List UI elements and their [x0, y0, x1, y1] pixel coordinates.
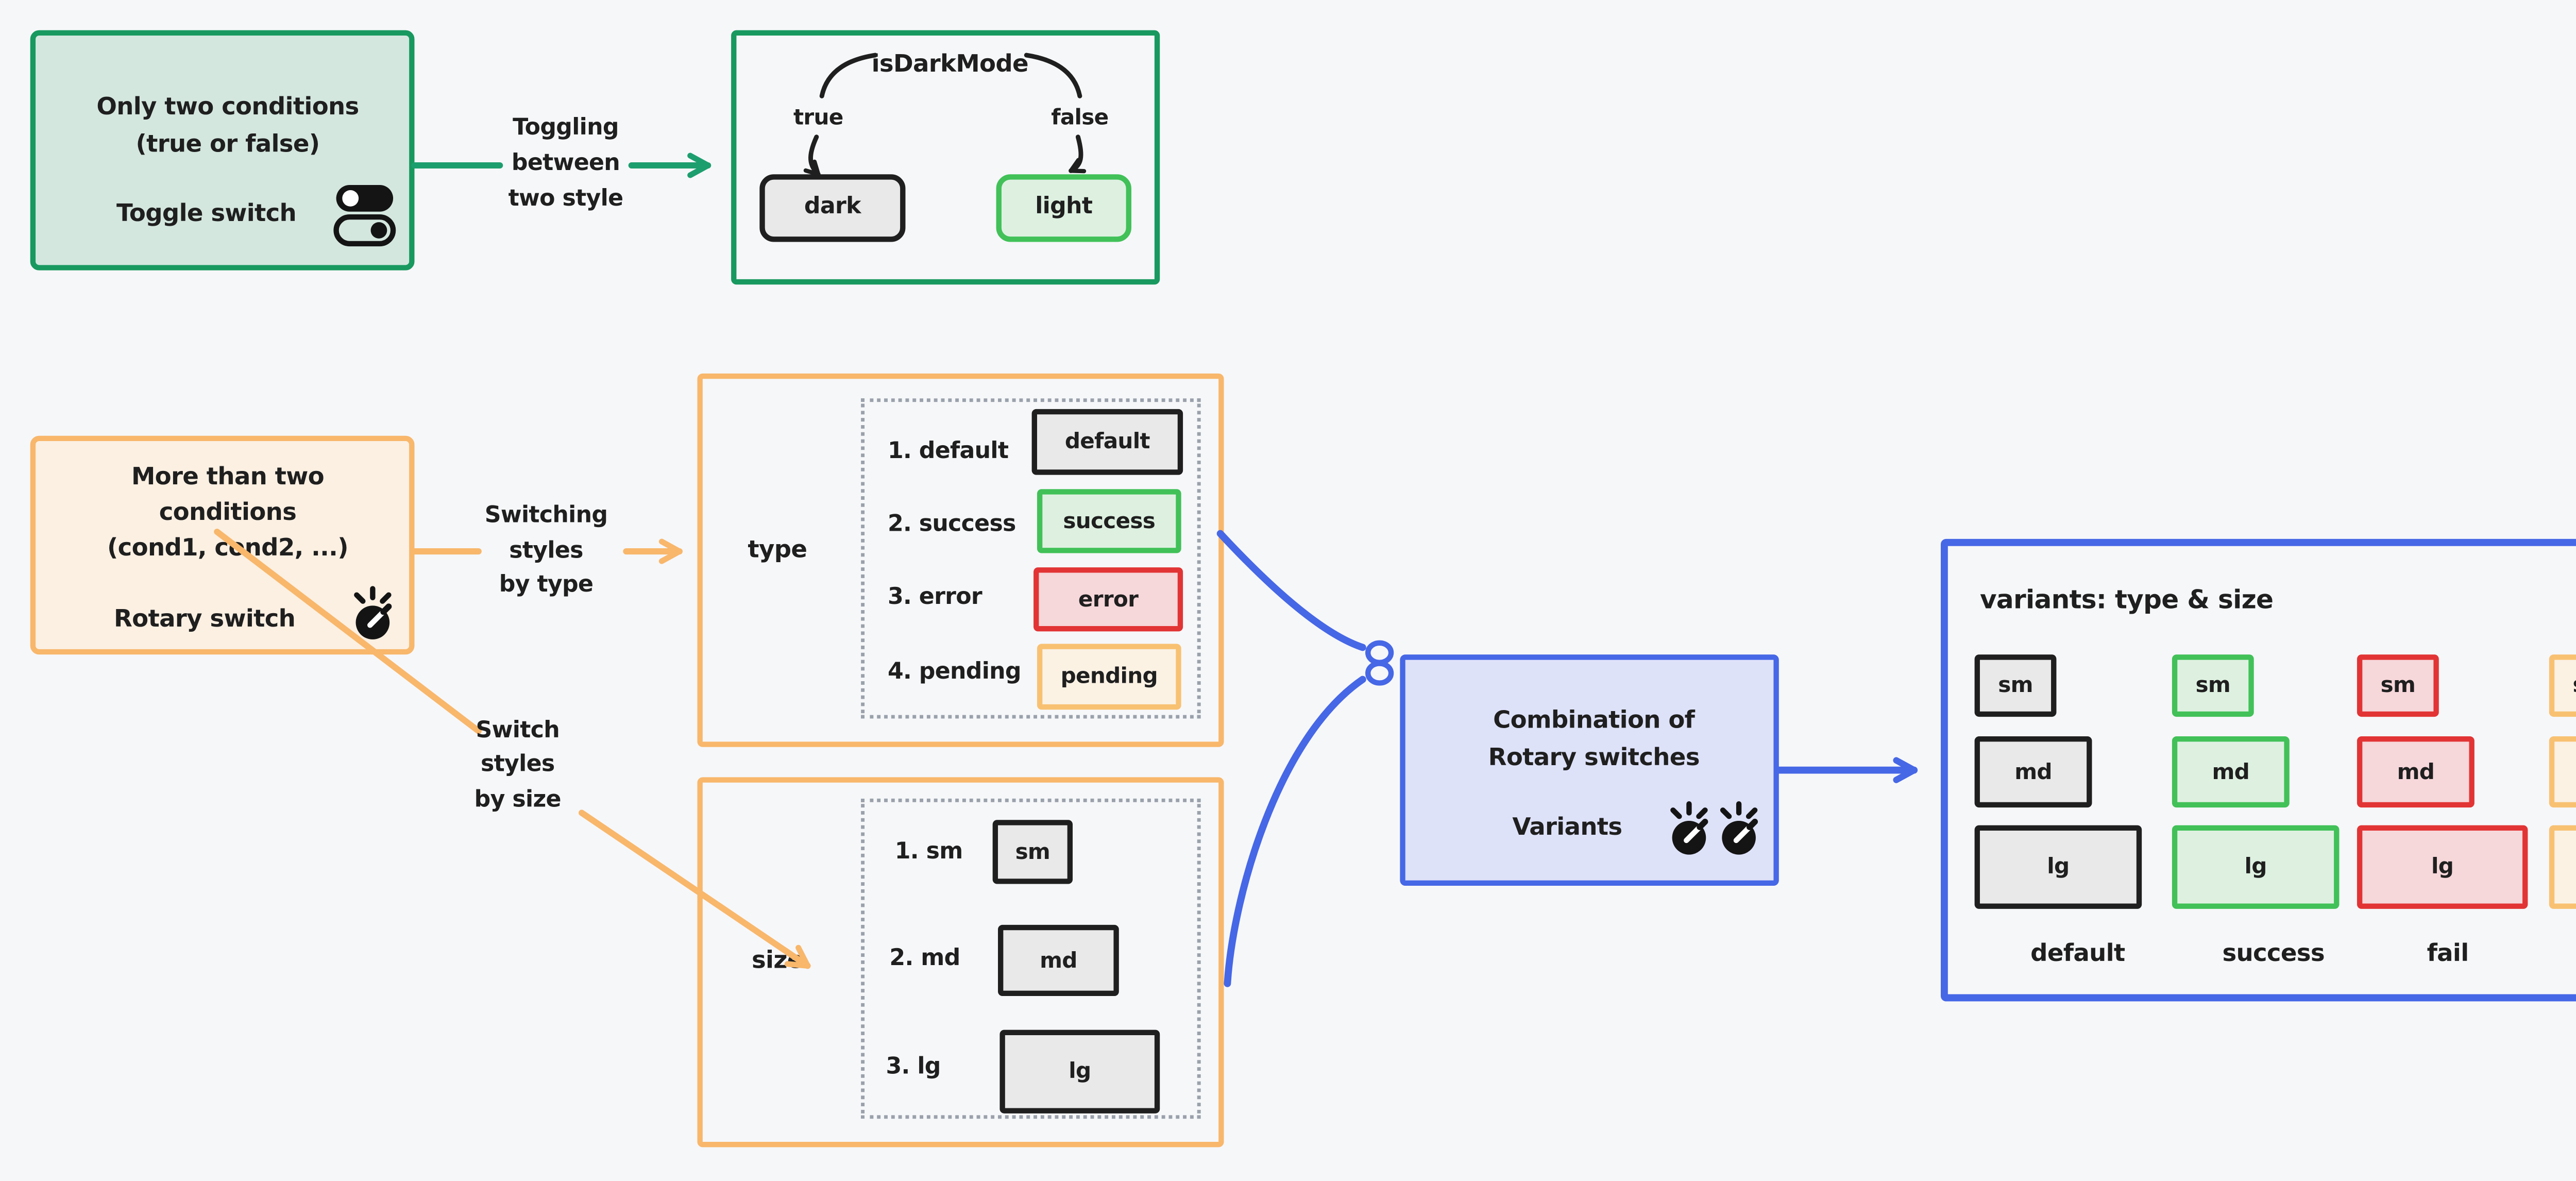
toggling-arrow-label-line2: between	[511, 150, 620, 177]
rotary-switch-label: Rotary switch	[113, 605, 296, 634]
variant-fail-lg: lg	[2357, 825, 2528, 909]
type-arrow-label-line2: styles	[509, 538, 583, 565]
isdarkmode-title: isDarkMode	[871, 50, 1029, 79]
rotary-dial-icon	[1670, 801, 1708, 855]
light-style-button: light	[996, 174, 1131, 242]
combination-line2: Rotary switches	[1488, 744, 1700, 772]
rotary-dial-icon	[354, 586, 392, 639]
variant-success-sm: sm	[2172, 654, 2254, 717]
variant-column-label-fail: fail	[2427, 939, 2469, 968]
dark-style-button: dark	[759, 174, 906, 242]
size-lg-button: lg	[999, 1030, 1160, 1113]
size-item-label: 2. md	[889, 945, 960, 972]
type-item-label: 1. default	[887, 438, 1009, 465]
type-success-button: success	[1037, 489, 1181, 553]
size-sm-button: sm	[992, 820, 1073, 884]
variants-label: Variants	[1512, 813, 1622, 842]
size-options-dotted-frame	[861, 798, 1201, 1119]
type-item-label: 4. pending	[887, 659, 1022, 686]
toggle-switch-icon	[333, 184, 396, 247]
true-branch-label: true	[793, 105, 843, 130]
size-item-label: 1. sm	[894, 838, 963, 866]
size-to-combo-curve	[1224, 661, 1394, 987]
type-box-label: type	[748, 535, 807, 565]
type-default-button: default	[1031, 409, 1183, 475]
variant-success-md: md	[2172, 736, 2290, 808]
combination-box: Combination of Rotary switches Variants	[1400, 654, 1779, 886]
size-arrow-label-line2: styles	[481, 751, 555, 779]
variants-title: variants: type & size	[1979, 587, 2274, 616]
variant-pending-lg: lg	[2549, 825, 2576, 909]
variant-fail-md: md	[2357, 736, 2475, 808]
variant-column-label-success: success	[2222, 939, 2325, 968]
variant-pending-sm: sm	[2549, 654, 2576, 717]
toggle-condition-box: Only two conditions (true or false) Togg…	[30, 30, 415, 271]
toggling-arrow-label-line1: Toggling	[513, 114, 619, 142]
size-arrow-label-line3: by size	[474, 787, 562, 814]
type-arrow-label-line1: Switching	[484, 502, 608, 530]
variant-default-sm: sm	[1974, 654, 2057, 717]
false-branch-label: false	[1051, 105, 1109, 130]
rotary-condition-box: More than two conditions (cond1, cond2, …	[30, 435, 415, 655]
variants-box	[1941, 538, 2576, 1002]
combination-line1: Combination of	[1493, 706, 1695, 735]
rotary-condition-line2: conditions	[159, 498, 297, 527]
variant-fail-sm: sm	[2357, 654, 2439, 717]
variant-default-md: md	[1974, 736, 2092, 808]
rotary-condition-line1: More than two	[131, 463, 325, 492]
type-arrow-label-line3: by type	[499, 572, 594, 599]
size-item-label: 3. lg	[886, 1054, 941, 1081]
toggle-condition-line2: (true or false)	[135, 130, 320, 159]
toggle-condition-line1: Only two conditions	[96, 93, 359, 122]
type-to-combo-curve	[1216, 530, 1394, 665]
variant-success-lg: lg	[2172, 825, 2340, 909]
type-error-button: error	[1033, 567, 1183, 632]
toggle-switch-label: Toggle switch	[116, 199, 297, 228]
rotary-dial-icon	[1720, 801, 1758, 855]
rotary-condition-line3: (cond1, cond2, ...)	[107, 534, 348, 563]
type-item-label: 2. success	[887, 511, 1016, 538]
isdarkmode-box	[731, 30, 1160, 285]
variant-column-label-default: default	[2030, 939, 2125, 968]
size-arrow-label-line1: Switch	[476, 718, 560, 745]
variant-pending-md: md	[2549, 736, 2576, 808]
type-pending-button: pending	[1037, 644, 1181, 710]
toggling-arrow-label-line3: two style	[508, 186, 623, 213]
type-item-label: 3. error	[887, 584, 982, 612]
size-md-button: md	[998, 924, 1119, 997]
type-options-dotted-frame	[861, 398, 1201, 719]
variant-default-lg: lg	[1974, 825, 2142, 909]
